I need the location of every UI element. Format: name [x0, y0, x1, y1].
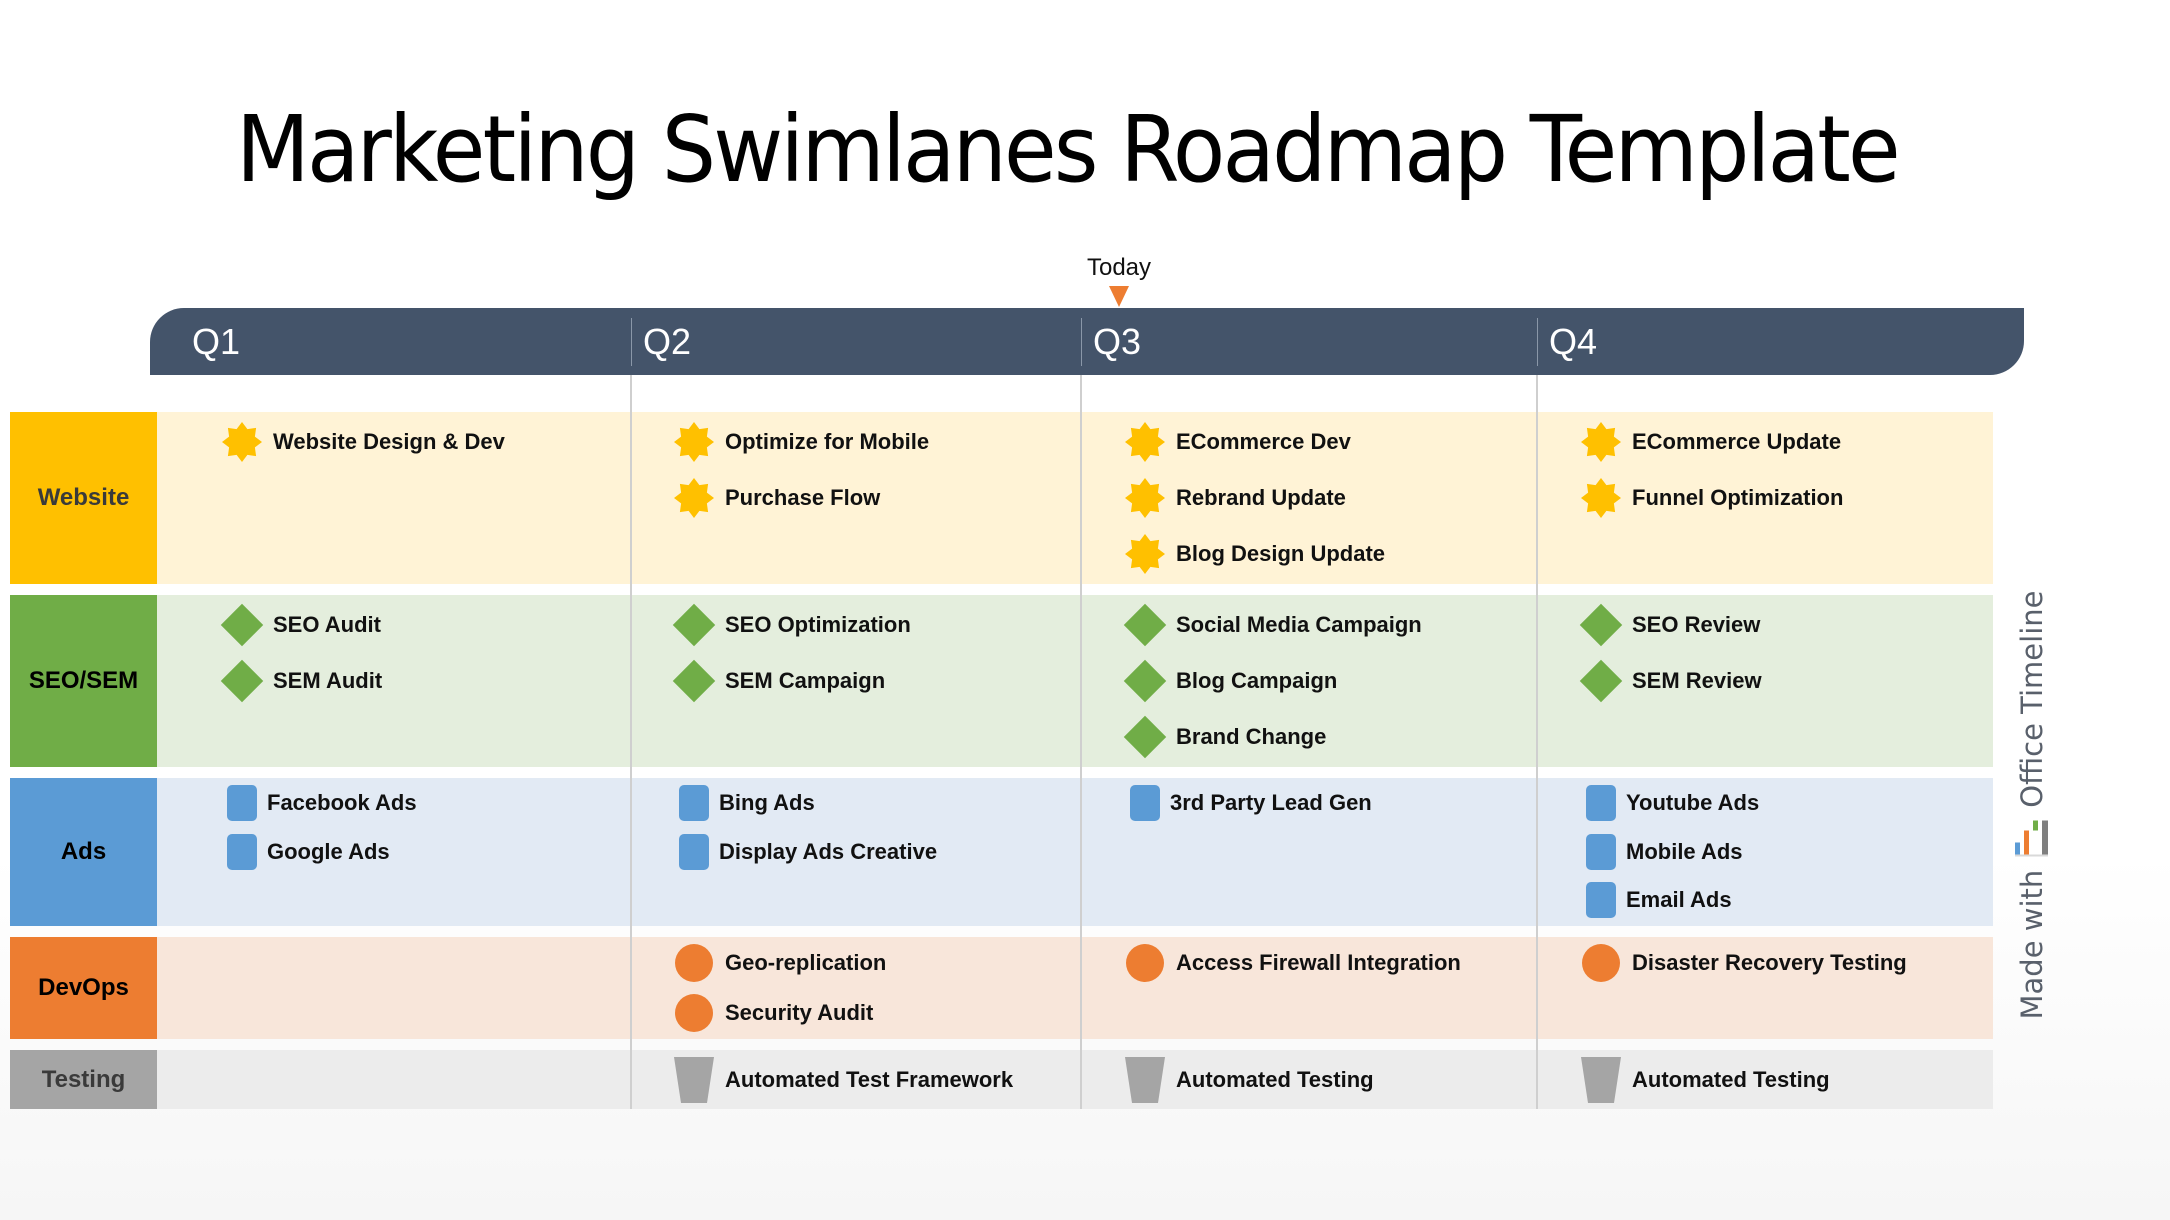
star-icon [1125, 534, 1165, 574]
star-icon [674, 422, 714, 462]
swimlane-label-ads: Ads [10, 778, 157, 926]
roadmap-item[interactable]: Automated Testing [1632, 1067, 1830, 1092]
roadmap-item[interactable]: SEM Review [1632, 668, 1762, 693]
quarter-q2: Q2 [643, 321, 692, 362]
roadmap-item[interactable]: Mobile Ads [1626, 839, 1743, 864]
watermark-brand: Office Timeline [2015, 590, 2049, 808]
star-icon [1125, 478, 1165, 518]
swimlane-body [157, 1050, 1993, 1109]
swimlane-label-seo-sem: SEO/SEM [10, 595, 157, 767]
roadmap-item[interactable]: Blog Campaign [1176, 668, 1338, 693]
roadmap-item[interactable]: Geo-replication [725, 950, 887, 975]
roadmap-item[interactable]: Facebook Ads [267, 790, 417, 815]
roadmap-item[interactable]: Brand Change [1176, 724, 1327, 749]
roadmap-item[interactable]: Disaster Recovery Testing [1632, 950, 1907, 975]
circle-icon [1126, 944, 1164, 982]
roadmap-item[interactable]: Display Ads Creative [719, 839, 938, 864]
circle-icon [1582, 944, 1620, 982]
watermark-prefix: Made with [2015, 869, 2049, 1020]
star-icon [1581, 478, 1621, 518]
roadmap-item[interactable]: Google Ads [267, 839, 390, 864]
roadmap-item[interactable]: Funnel Optimization [1632, 485, 1844, 510]
swimlane-label-devops: DevOps [10, 937, 157, 1039]
star-icon [674, 478, 714, 518]
bucket-icon [1581, 1057, 1621, 1103]
swimlane-body [157, 937, 1993, 1039]
roadmap-item[interactable]: Rebrand Update [1176, 485, 1346, 510]
square-icon [1586, 882, 1616, 918]
circle-icon [675, 994, 713, 1032]
square-icon [1130, 785, 1160, 821]
roadmap-item[interactable]: Bing Ads [719, 790, 815, 815]
roadmap-item[interactable]: Website Design & Dev [273, 429, 505, 454]
roadmap-item[interactable]: Blog Design Update [1176, 541, 1386, 566]
roadmap-item[interactable]: Automated Testing [1176, 1067, 1374, 1092]
swimlane-label-website: Website [10, 412, 157, 584]
today-marker-icon [1109, 286, 1129, 307]
star-icon [1581, 422, 1621, 462]
swimlane-body [157, 412, 1993, 584]
roadmap-item[interactable]: Access Firewall Integration [1176, 950, 1461, 975]
square-icon [227, 785, 257, 821]
roadmap-item[interactable]: Automated Test Framework [725, 1067, 1014, 1092]
roadmap-item[interactable]: Youtube Ads [1626, 790, 1760, 815]
bucket-icon [1125, 1057, 1165, 1103]
roadmap-item[interactable]: SEO Review [1632, 612, 1761, 637]
square-icon [227, 834, 257, 870]
roadmap-item[interactable]: SEM Campaign [725, 668, 886, 693]
swimlane-label-testing: Testing [10, 1050, 157, 1109]
today-label: Today [1086, 254, 1152, 281]
star-icon [222, 422, 262, 462]
office-timeline-logo-icon [2015, 819, 2049, 859]
roadmap-item[interactable]: SEO Optimization [725, 612, 911, 637]
swimlane-body [157, 595, 1993, 767]
roadmap-item[interactable]: Security Audit [725, 1000, 874, 1025]
circle-icon [675, 944, 713, 982]
quarter-q4: Q4 [1549, 321, 1598, 362]
square-icon [679, 785, 709, 821]
bucket-icon [674, 1057, 714, 1103]
quarter-divider [1081, 318, 1082, 366]
roadmap-item[interactable]: Social Media Campaign [1176, 612, 1422, 637]
roadmap-item[interactable]: ECommerce Dev [1176, 429, 1351, 454]
quarter-divider [631, 318, 632, 366]
quarter-q1: Q1 [192, 321, 241, 362]
square-icon [1586, 834, 1616, 870]
quarter-divider [1537, 318, 1538, 366]
star-icon [1125, 422, 1165, 462]
square-icon [679, 834, 709, 870]
roadmap-item[interactable]: SEO Audit [273, 612, 381, 637]
square-icon [1586, 785, 1616, 821]
swimlane-body [157, 778, 1993, 926]
roadmap-item[interactable]: Email Ads [1626, 887, 1732, 912]
gridline-q4 [1536, 375, 1538, 1109]
roadmap-item[interactable]: ECommerce Update [1632, 429, 1842, 454]
roadmap-item[interactable]: Optimize for Mobile [725, 429, 930, 454]
roadmap-item[interactable]: 3rd Party Lead Gen [1170, 790, 1372, 815]
watermark: Made with Office Timeline [2012, 590, 2052, 1020]
roadmap-item[interactable]: Purchase Flow [725, 485, 881, 510]
gridline-q2 [630, 375, 632, 1109]
quarter-q3: Q3 [1093, 321, 1142, 362]
gridline-q3 [1080, 375, 1082, 1109]
page-title: Marketing Swimlanes Roadmap Template [236, 96, 1901, 203]
roadmap-item[interactable]: SEM Audit [273, 668, 383, 693]
quarter-header: Q1 Q2 Q3 Q4 [150, 308, 2024, 375]
